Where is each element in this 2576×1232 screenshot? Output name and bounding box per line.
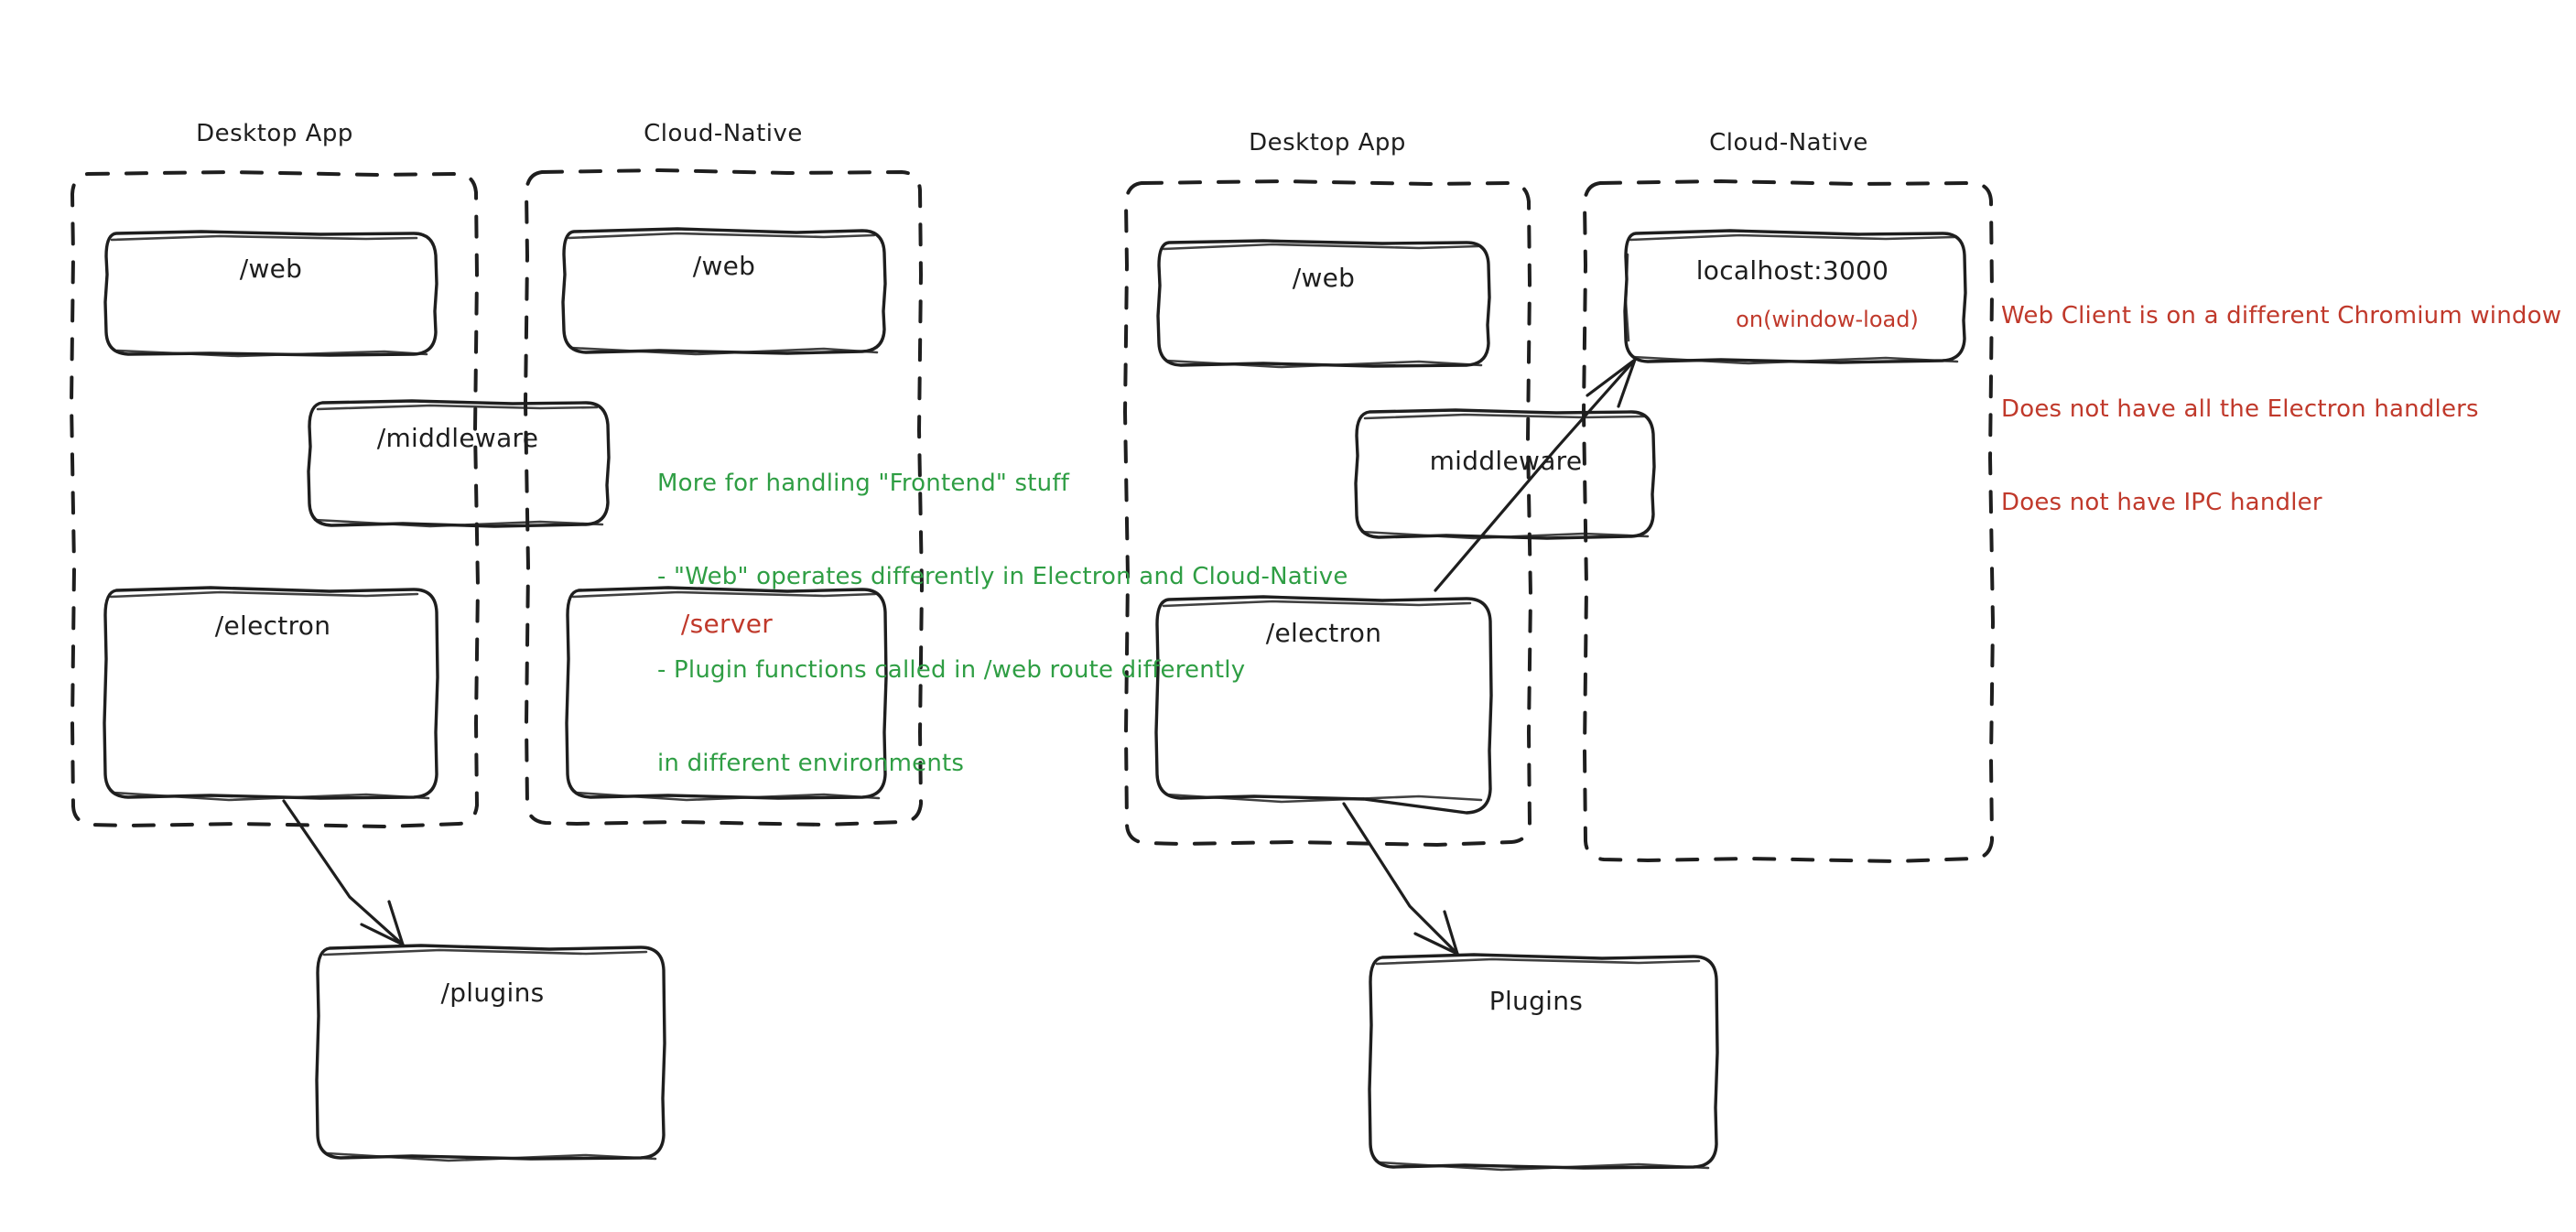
right-electron-label[interactable]: /electron bbox=[1265, 618, 1382, 648]
left-cloud-web-shape bbox=[561, 227, 887, 356]
left-cloud-group-label: Cloud-Native bbox=[644, 120, 803, 147]
right-desktop-web-shape bbox=[1156, 239, 1491, 369]
red-annotation-note: Web Client is on a different Chromium wi… bbox=[2001, 238, 2561, 580]
red-note-line-1: Web Client is on a different Chromium wi… bbox=[2001, 302, 2562, 330]
left-desktop-group-label: Desktop App bbox=[196, 120, 353, 147]
left-desktop-web-label[interactable]: /web bbox=[239, 254, 303, 284]
green-annotation-note: More for handling "Frontend" stuff - "We… bbox=[657, 405, 1348, 841]
left-plugins-label[interactable]: /plugins bbox=[440, 978, 545, 1008]
right-electron-to-plugins-arrow bbox=[1342, 802, 1459, 956]
green-note-line-4: in different environments bbox=[657, 750, 965, 777]
right-middleware-label[interactable]: middleware bbox=[1429, 446, 1583, 476]
green-note-line-2: - "Web" operates differently in Electron… bbox=[657, 563, 1348, 590]
left-server-label[interactable]: /server bbox=[680, 609, 774, 639]
left-middleware-label[interactable]: /middleware bbox=[376, 423, 539, 453]
right-desktop-group-label: Desktop App bbox=[1249, 129, 1406, 157]
left-desktop-web-shape bbox=[103, 230, 438, 358]
right-cloud-group-label: Cloud-Native bbox=[1709, 129, 1868, 157]
left-cloud-web-label[interactable]: /web bbox=[692, 251, 756, 281]
green-note-line-1: More for handling "Frontend" stuff bbox=[657, 470, 1070, 497]
left-electron-label[interactable]: /electron bbox=[214, 611, 331, 641]
right-desktop-web-label[interactable]: /web bbox=[1292, 263, 1356, 293]
right-localhost-shape bbox=[1623, 229, 1967, 365]
right-plugins-label[interactable]: Plugins bbox=[1488, 986, 1584, 1016]
left-middleware-shape bbox=[307, 399, 611, 528]
green-note-line-3: - Plugin functions called in /web route … bbox=[657, 656, 1246, 684]
right-localhost-label[interactable]: localhost:3000 bbox=[1695, 255, 1889, 286]
red-note-line-3: Does not have IPC handler bbox=[2001, 489, 2322, 516]
left-electron-to-plugins-arrow bbox=[282, 799, 405, 946]
red-note-line-2: Does not have all the Electron handlers bbox=[2001, 395, 2479, 423]
right-localhost-sublabel: on(window-load) bbox=[1736, 307, 1919, 332]
